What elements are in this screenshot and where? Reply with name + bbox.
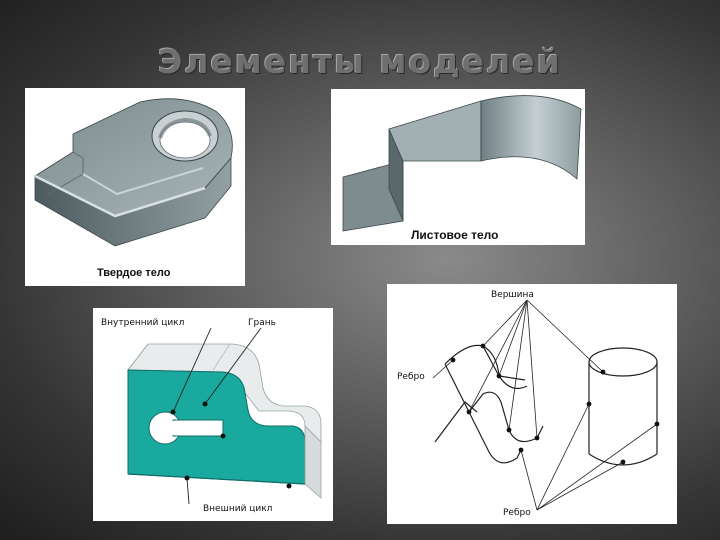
face-label: Грань — [248, 318, 276, 328]
solid-body-caption: Твердое тело — [97, 267, 171, 279]
inner-loop-label: Внутренний цикл — [101, 318, 185, 328]
edge-label-left: Ребро — [397, 372, 425, 382]
solid-body-figure: Твердое тело — [25, 88, 245, 286]
outer-loop-label: Внешний цикл — [203, 504, 273, 514]
sheet-body-illustration — [342, 95, 582, 232]
solid-body-illustration — [34, 98, 233, 247]
sheet-body-caption: Листовое тело — [411, 228, 499, 242]
loops-illustration — [127, 327, 322, 505]
topology-illustration — [432, 299, 660, 511]
sheet-body-figure: Листовое тело — [331, 89, 585, 245]
topology-figure: Вершина Ребро Ребро — [387, 284, 677, 524]
slide-title: Элементы моделей — [158, 42, 562, 81]
vertex-label: Вершина — [491, 290, 534, 300]
loops-figure: Внутренний цикл Грань Внешний цикл — [93, 308, 333, 521]
edge-label-bottom: Ребро — [503, 508, 531, 518]
